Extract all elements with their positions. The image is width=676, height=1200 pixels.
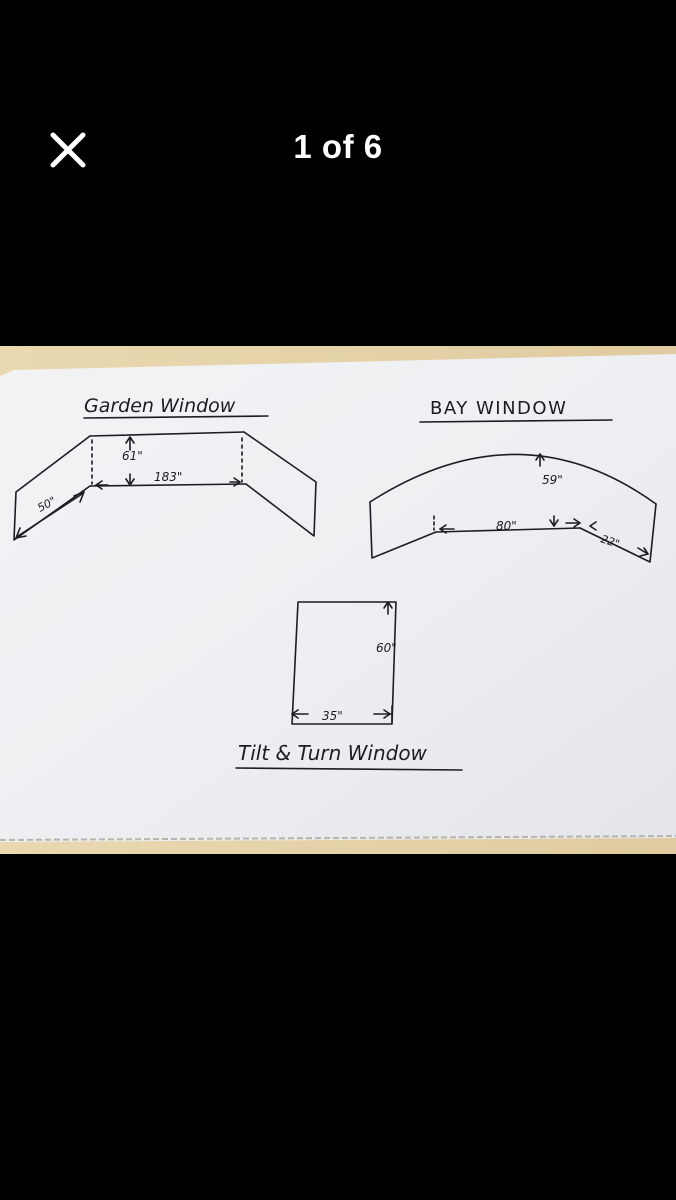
close-x-icon bbox=[50, 132, 86, 168]
bay-window-title: BAY WINDOW bbox=[430, 398, 567, 419]
tilt-title-underline bbox=[235, 767, 463, 771]
tilt-turn-window-title: Tilt & Turn Window bbox=[238, 741, 428, 765]
tilt-width-dim: 35" bbox=[322, 709, 343, 723]
paper-edge bbox=[0, 835, 676, 841]
sketch-photo: Garden Window 61" 183" 50" BAY WINDOW 59… bbox=[0, 346, 676, 854]
tilt-height-dim: 60" bbox=[376, 641, 397, 655]
bay-width-dim: 80" bbox=[496, 519, 517, 533]
bay-height-dim: 59" bbox=[542, 473, 563, 487]
photo-image[interactable]: Garden Window 61" 183" 50" BAY WINDOW 59… bbox=[0, 346, 676, 854]
bay-title-underline bbox=[419, 419, 613, 423]
garden-window-title: Garden Window bbox=[84, 395, 236, 417]
bay-side-dim: 22" bbox=[599, 532, 621, 550]
garden-width-dim: 183" bbox=[154, 470, 182, 484]
garden-window-sketch bbox=[13, 415, 317, 541]
close-button[interactable] bbox=[44, 126, 92, 174]
bay-window-sketch bbox=[369, 419, 657, 563]
tilt-turn-window-sketch bbox=[235, 601, 463, 771]
image-counter: 1 of 6 bbox=[293, 128, 383, 165]
paper-sheet bbox=[0, 354, 676, 842]
garden-height-dim: 61" bbox=[122, 449, 143, 463]
garden-title-underline bbox=[83, 415, 269, 419]
viewer-top-bar: 1 of 6 bbox=[0, 0, 676, 300]
